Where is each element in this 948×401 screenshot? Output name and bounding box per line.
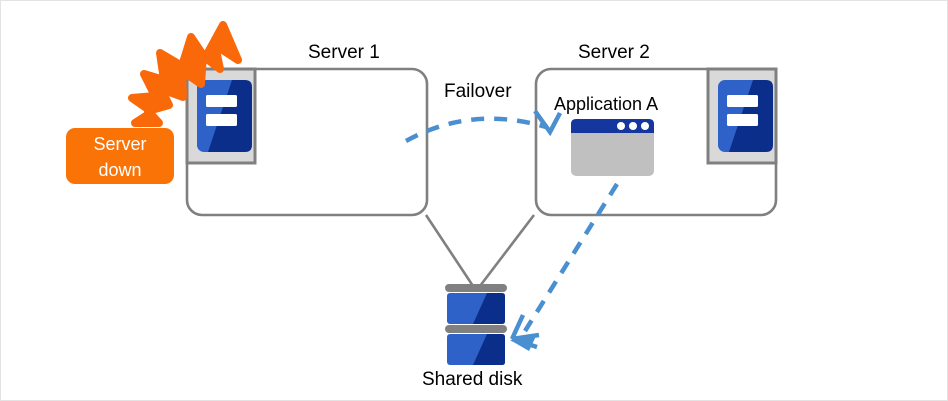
explosion-burst-icon <box>128 21 242 127</box>
disk-connector-lines <box>424 214 536 287</box>
disk-access-arrow-icon <box>509 182 619 351</box>
application-label: Application A <box>554 94 659 114</box>
server-rack-icon <box>706 67 778 165</box>
status-badge-line2: down <box>98 160 142 180</box>
failover-label: Failover <box>444 81 512 102</box>
server1-title: Server 1 <box>308 42 380 63</box>
application-window-icon <box>571 119 654 176</box>
status-badge-server-down[interactable]: Server down <box>66 128 174 184</box>
status-badge-line1: Server <box>93 134 147 154</box>
server2-title: Server 2 <box>578 42 650 63</box>
failover-arrow-icon <box>404 109 562 143</box>
shared-disk-icon <box>445 284 507 365</box>
shared-disk-label: Shared disk <box>422 369 523 390</box>
